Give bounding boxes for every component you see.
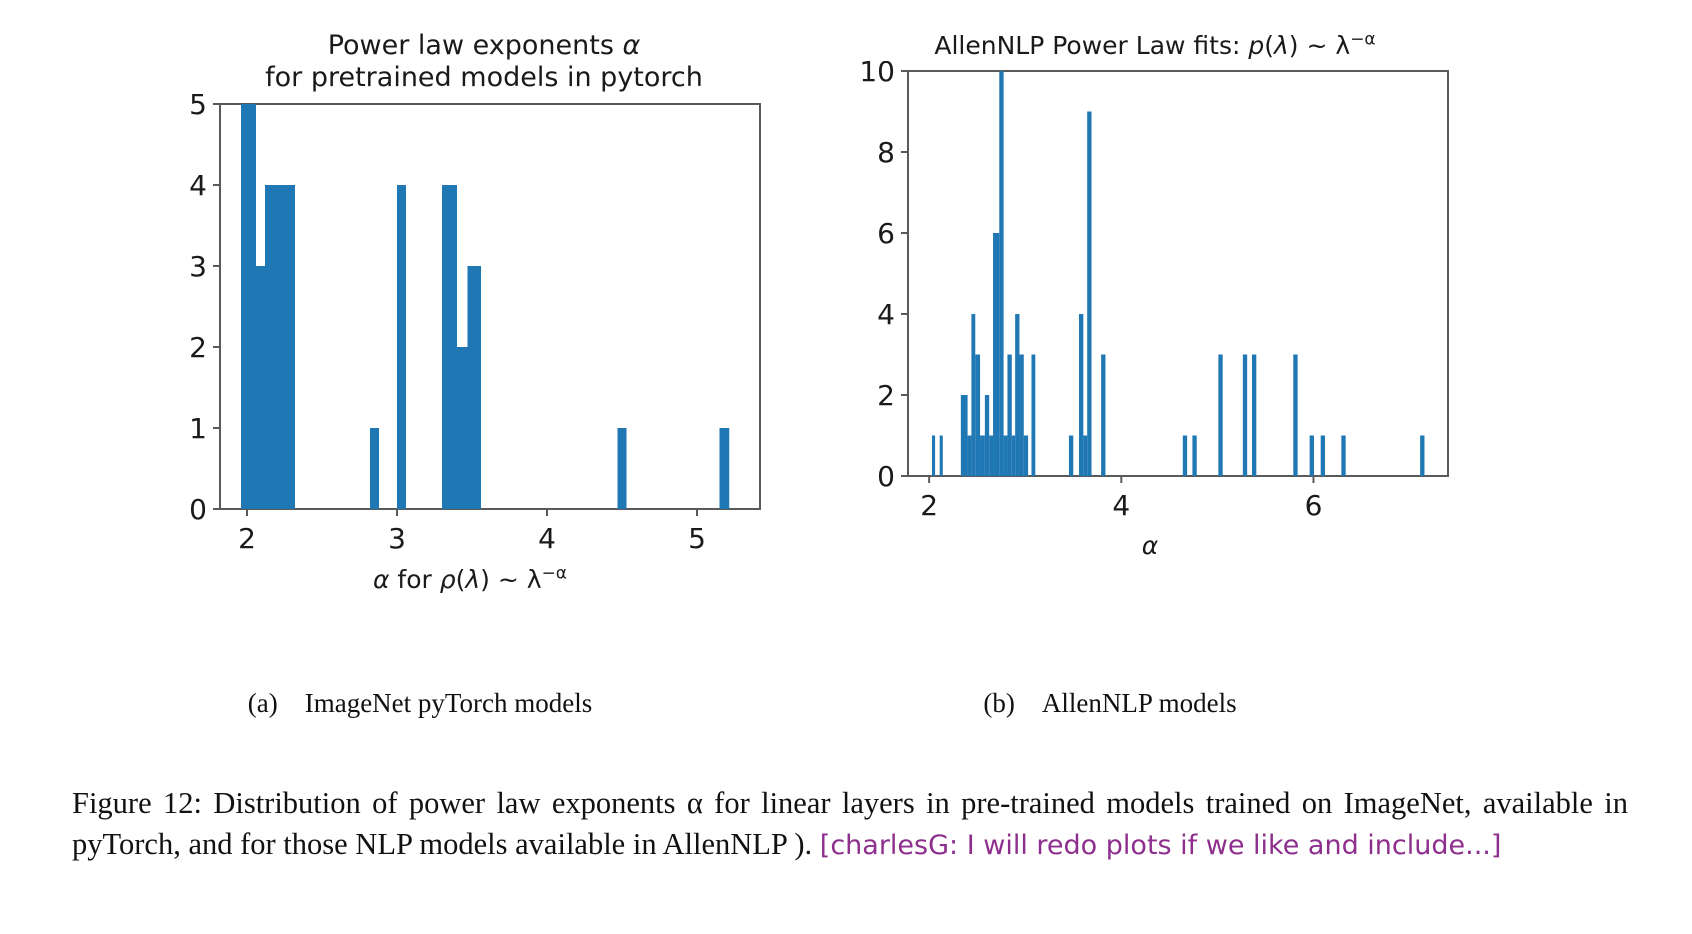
histogram-bar (1083, 435, 1088, 476)
histogram-bar (241, 103, 256, 509)
histogram-bar (939, 435, 943, 476)
histogram-bar (370, 427, 379, 509)
histogram-bar (1192, 435, 1197, 476)
y-tick-label: 0 (877, 460, 895, 493)
histogram-bar (1341, 435, 1346, 476)
histogram-bar (719, 427, 730, 509)
histogram-bar (975, 354, 981, 476)
x-tick-label: 4 (538, 522, 556, 555)
histogram-bar (457, 346, 468, 509)
y-tick-label: 1 (189, 412, 207, 445)
subcaption-a: (a) ImageNet pyTorch models (247, 688, 593, 718)
x-tick-label: 4 (1112, 489, 1130, 522)
y-tick-label: 0 (189, 493, 207, 526)
histogram-bar (1320, 435, 1326, 476)
histogram-bar (932, 435, 936, 476)
x-tick-label: 6 (1305, 489, 1323, 522)
x-tick-label: 5 (688, 522, 706, 555)
histogram-bar (1087, 111, 1092, 476)
histogram-bar (1031, 354, 1036, 476)
figure-caption-note: [charlesG: I will redo plots if we like … (819, 829, 1502, 861)
y-tick-label: 3 (189, 250, 207, 283)
histogram-bar (999, 70, 1004, 476)
figure-caption-main: Distribution of power law exponents α fo… (72, 786, 1628, 861)
y-tick-label: 4 (877, 298, 895, 331)
y-tick-label: 2 (189, 331, 207, 364)
y-tick-label: 5 (189, 94, 207, 121)
histogram-bar (993, 232, 1000, 476)
histogram-bar (1011, 435, 1016, 476)
plot-frame (907, 69, 1449, 477)
chart-title-a: Power law exponents α for pretrained mod… (265, 30, 703, 93)
subcaption-b: (b) AllenNLP models (983, 688, 1237, 718)
histogram-bar (617, 427, 627, 509)
plot-frame (219, 102, 761, 510)
histogram-bar (256, 265, 265, 509)
histogram-bar (1251, 354, 1257, 476)
histogram-bar (1218, 354, 1223, 476)
histogram-bar (1007, 354, 1012, 476)
histogram-bar (397, 184, 406, 509)
histogram-bar (1101, 354, 1106, 476)
y-tick-label: 8 (877, 136, 895, 169)
chart-title-b: AllenNLP Power Law fits: p(λ) ~ λ−α (934, 30, 1376, 61)
histogram-bar (1068, 435, 1074, 476)
y-tick-label: 4 (189, 169, 207, 202)
panel-imagenet-pytorch: Power law exponents α for pretrained mod… (150, 30, 790, 670)
y-tick-label: 6 (877, 217, 895, 250)
histogram-bar (1242, 354, 1248, 476)
histogram-bar (1019, 354, 1024, 476)
histogram-pytorch: 0 1 2 3 4 5 2 3 4 5 (189, 94, 761, 555)
x-tick-label: 3 (388, 522, 406, 555)
x-axis-label-a: α for ρ(λ) ~ λ−α (372, 563, 568, 595)
histogram-bar (265, 184, 295, 509)
plot-area-a: 0 1 2 3 4 5 2 3 4 5 (150, 94, 790, 564)
histogram-bar (1003, 435, 1008, 476)
histogram-bar (960, 394, 968, 476)
histogram-bar (971, 313, 976, 476)
histogram-bar (1015, 313, 1020, 476)
x-axis-label-b: α (1141, 530, 1159, 560)
histogram-bar (1182, 435, 1188, 476)
figure-number: Figure 12: (72, 786, 202, 820)
y-tick-label: 2 (877, 379, 895, 412)
histogram-bar (980, 435, 985, 476)
y-tick-label: 10 (859, 61, 895, 88)
histogram-bar (1309, 435, 1314, 476)
x-tick-label: 2 (920, 489, 938, 522)
histogram-bar (1293, 354, 1298, 476)
histogram-bar (1023, 435, 1029, 476)
histogram-bar (984, 394, 990, 476)
histogram-bar (467, 265, 481, 509)
histogram-bar (989, 435, 994, 476)
x-tick-label: 2 (238, 522, 256, 555)
histogram-bar (442, 184, 457, 509)
histogram-bar (1079, 313, 1084, 476)
histogram-bar (967, 435, 972, 476)
figure-caption: Figure 12: Distribution of power law exp… (72, 783, 1628, 864)
histogram-bar (1420, 435, 1425, 476)
